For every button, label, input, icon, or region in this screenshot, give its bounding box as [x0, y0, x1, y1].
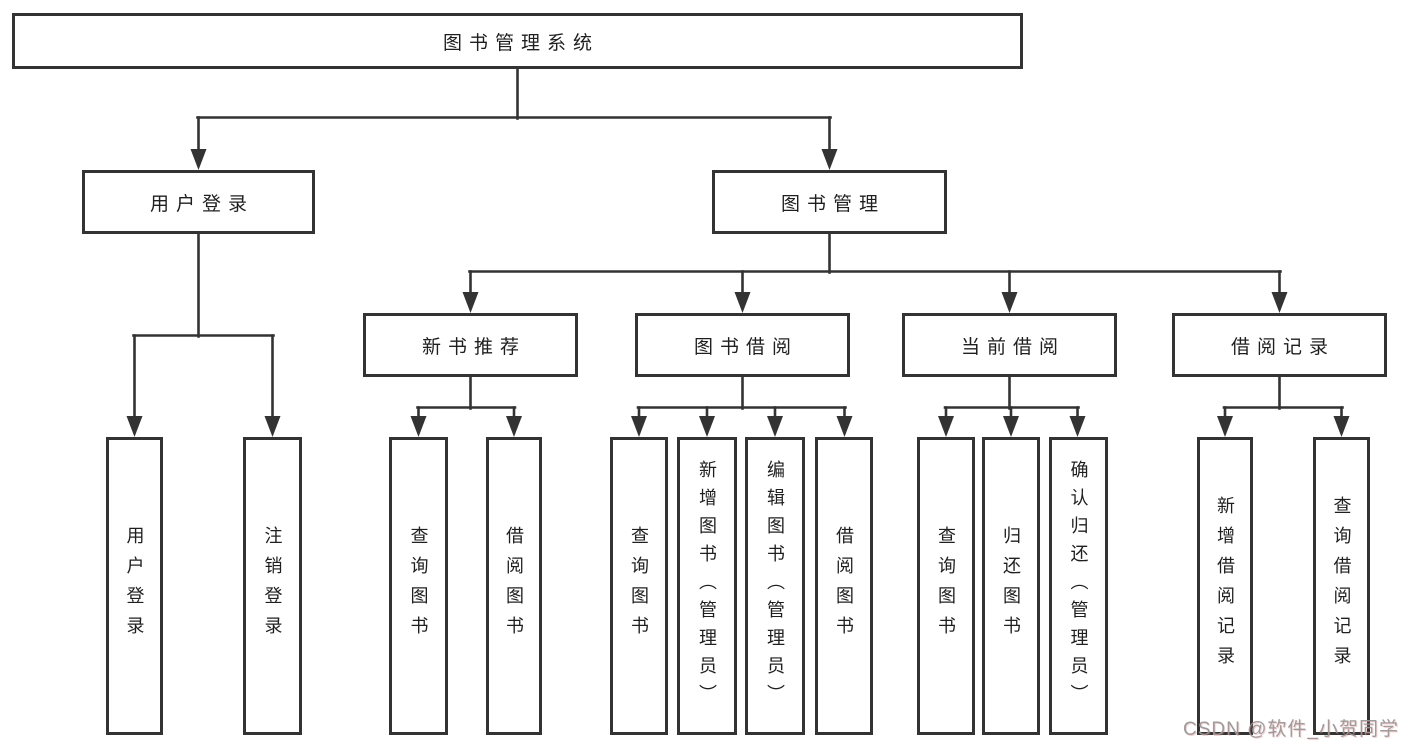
node-new-book-recommend-label: 新书推荐	[421, 336, 526, 358]
leaf-recommend-query-book-label: 查询图书	[408, 526, 429, 646]
leaf-current-query-book-label: 查询图书	[936, 526, 956, 646]
leaf-recommend-query-book: 查询图书	[389, 437, 448, 735]
leaf-add-borrow-record: 新增借阅记录	[1197, 437, 1253, 735]
leaf-add-borrow-record-label: 新增借阅记录	[1215, 496, 1235, 676]
leaf-recommend-borrow-book-label: 借阅图书	[504, 526, 524, 646]
node-current-borrow: 当前借阅	[902, 313, 1117, 377]
node-borrow-records-label: 借阅记录	[1230, 336, 1335, 358]
node-user-login-label: 用户登录	[149, 193, 254, 215]
leaf-confirm-return-admin-label: 确认归还（管理员）	[1068, 460, 1089, 712]
watermark: CSDN @软件_小贺同学	[1183, 719, 1399, 740]
leaf-add-book-admin-label: 新增图书（管理员）	[697, 460, 717, 712]
leaf-logout-label: 注销登录	[262, 526, 283, 646]
leaf-user-login: 用户登录	[106, 437, 163, 735]
leaf-borrow-book-label: 借阅图书	[834, 526, 854, 646]
node-book-management-label: 图书管理	[780, 193, 885, 215]
leaf-confirm-return-admin: 确认归还（管理员）	[1049, 437, 1108, 735]
leaf-borrow-query-book: 查询图书	[610, 437, 668, 735]
leaf-return-book-label: 归还图书	[1001, 526, 1021, 646]
leaf-user-login-label: 用户登录	[124, 526, 145, 646]
node-current-borrow-label: 当前借阅	[960, 336, 1065, 358]
leaf-add-book-admin: 新增图书（管理员）	[677, 437, 737, 735]
leaf-query-borrow-record-label: 查询借阅记录	[1331, 496, 1352, 676]
leaf-logout: 注销登录	[243, 437, 302, 735]
node-root-label: 图书管理系统	[442, 32, 599, 54]
leaf-edit-book-admin: 编辑图书（管理员）	[745, 437, 805, 735]
node-book-borrow-label: 图书借阅	[693, 336, 798, 358]
leaf-borrow-book: 借阅图书	[815, 437, 873, 735]
node-new-book-recommend: 新书推荐	[363, 313, 578, 377]
leaf-recommend-borrow-book: 借阅图书	[486, 437, 542, 735]
leaf-return-book: 归还图书	[982, 437, 1040, 735]
leaf-query-borrow-record: 查询借阅记录	[1313, 437, 1370, 735]
node-borrow-records: 借阅记录	[1172, 313, 1387, 377]
node-book-management: 图书管理	[712, 170, 947, 234]
node-root: 图书管理系统	[12, 13, 1023, 69]
leaf-edit-book-admin-label: 编辑图书（管理员）	[765, 460, 785, 712]
node-book-borrow: 图书借阅	[635, 313, 850, 377]
leaf-current-query-book: 查询图书	[917, 437, 975, 735]
leaf-borrow-query-book-label: 查询图书	[629, 526, 649, 646]
node-user-login: 用户登录	[82, 170, 315, 234]
